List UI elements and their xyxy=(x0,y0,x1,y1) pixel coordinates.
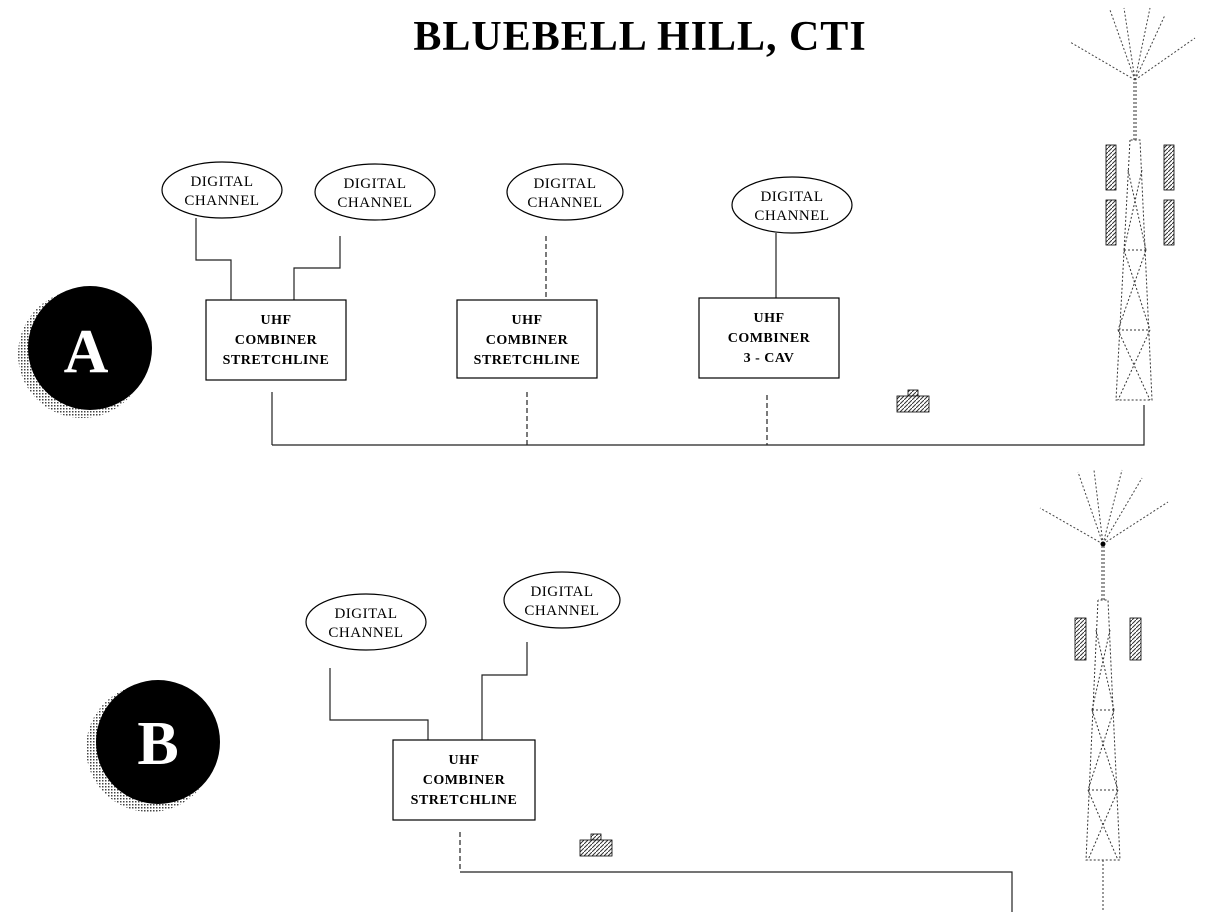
channel-label-line1: DIGITAL xyxy=(334,606,397,622)
channel-label-line1: DIGITAL xyxy=(533,176,596,192)
combiner-label-line1: UHF xyxy=(511,313,542,328)
combiner-label-line3: 3 - CAV xyxy=(744,351,795,366)
channel-label-line2: CHANNEL xyxy=(328,625,403,641)
combiner-label-line2: COMBINER xyxy=(486,333,569,348)
channel-label-line1: DIGITAL xyxy=(343,176,406,192)
equipment-block-icon xyxy=(579,833,613,857)
site-a: A DIGITAL CHANNEL DIGITAL CHANNEL DIGITA… xyxy=(18,7,1196,446)
uhf-combiner-box: UHF COMBINER STRETCHLINE xyxy=(456,299,598,379)
uhf-combiner-box: UHF COMBINER STRETCHLINE xyxy=(205,299,347,381)
digital-channel-node: DIGITAL CHANNEL xyxy=(161,161,283,219)
transmitter-tower-icon xyxy=(1069,7,1196,401)
diagram-title: BLUEBELL HILL, CTI xyxy=(413,14,866,60)
channel-label-line2: CHANNEL xyxy=(524,603,599,619)
combiner-label-line1: UHF xyxy=(753,311,784,326)
digital-channel-node: DIGITAL CHANNEL xyxy=(731,176,853,234)
digital-channel-node: DIGITAL CHANNEL xyxy=(314,163,436,221)
channel-label-line1: DIGITAL xyxy=(530,584,593,600)
channel-label-line1: DIGITAL xyxy=(190,174,253,190)
site-b-badge: B xyxy=(86,680,220,812)
site-b: B DIGITAL CHANNEL DIGITAL CHANNEL UHF CO… xyxy=(86,469,1169,912)
site-a-feed-lines xyxy=(195,218,777,300)
site-b-feed-lines xyxy=(329,642,528,740)
equipment-block-icon xyxy=(896,389,930,413)
combiner-label-line3: STRETCHLINE xyxy=(223,353,330,368)
digital-channel-node: DIGITAL CHANNEL xyxy=(506,163,624,221)
site-a-output-lines xyxy=(271,392,1145,446)
combiner-label-line1: UHF xyxy=(448,753,479,768)
digital-channel-node: DIGITAL CHANNEL xyxy=(305,593,427,651)
uhf-combiner-box: UHF COMBINER STRETCHLINE xyxy=(392,739,536,821)
combiner-label-line2: COMBINER xyxy=(235,333,318,348)
channel-label-line2: CHANNEL xyxy=(337,195,412,211)
uhf-combiner-box: UHF COMBINER 3 - CAV xyxy=(698,297,840,379)
combiner-label-line1: UHF xyxy=(260,313,291,328)
digital-channel-node: DIGITAL CHANNEL xyxy=(503,571,621,629)
channel-label-line2: CHANNEL xyxy=(754,208,829,224)
site-b-output-lines xyxy=(459,832,1013,912)
transmitter-tower-icon xyxy=(1039,469,1169,912)
combiner-label-line3: STRETCHLINE xyxy=(411,793,518,808)
channel-label-line1: DIGITAL xyxy=(760,189,823,205)
combiner-label-line2: COMBINER xyxy=(728,331,811,346)
site-a-label: A xyxy=(64,318,109,386)
site-b-label: B xyxy=(137,710,178,778)
combiner-label-line2: COMBINER xyxy=(423,773,506,788)
site-a-badge: A xyxy=(18,286,152,418)
channel-label-line2: CHANNEL xyxy=(527,195,602,211)
channel-label-line2: CHANNEL xyxy=(184,193,259,209)
combiner-label-line3: STRETCHLINE xyxy=(474,353,581,368)
